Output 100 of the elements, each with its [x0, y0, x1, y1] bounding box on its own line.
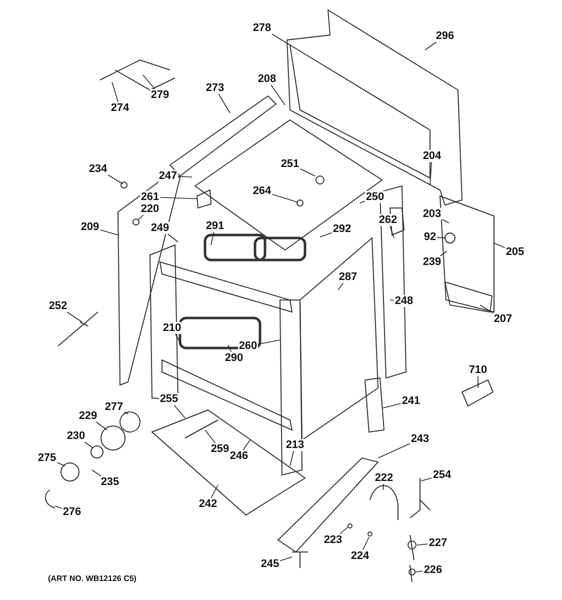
- callout-number: 279: [150, 89, 170, 101]
- leader-line: [430, 162, 432, 186]
- leader-line: [480, 304, 494, 314]
- leader-line: [280, 556, 292, 562]
- leader-line: [138, 214, 144, 220]
- callout-number: 248: [394, 295, 414, 307]
- callout-number: 92: [422, 231, 438, 243]
- leader-line: [210, 484, 218, 498]
- callout-number: 247: [158, 170, 178, 182]
- callout-number: 209: [80, 221, 100, 233]
- callout-number: 246: [228, 450, 250, 462]
- callout-number: 262: [378, 214, 398, 226]
- leader-line: [210, 232, 214, 246]
- leader-line: [242, 440, 250, 450]
- leader-line: [112, 82, 119, 102]
- bracket-part: [196, 189, 212, 209]
- callout-number: 274: [110, 102, 130, 114]
- callout-number: 226: [422, 564, 444, 576]
- leader-line: [440, 250, 448, 256]
- leader-line: [258, 340, 280, 344]
- callout-number: 213: [284, 439, 306, 451]
- callout-number: 291: [204, 220, 226, 232]
- callout-number: 275: [36, 452, 58, 464]
- callout-number: 207: [492, 313, 514, 325]
- callout-number: 264: [252, 185, 272, 197]
- callout-number: 220: [140, 203, 160, 215]
- callout-number: 222: [374, 472, 394, 484]
- callout-number: 245: [260, 558, 280, 570]
- callout-number: 255: [158, 393, 180, 405]
- leader-line: [92, 470, 102, 476]
- leader-line: [420, 478, 432, 482]
- callout-number: 242: [198, 498, 218, 510]
- leader-line: [56, 462, 66, 466]
- callout-number: 243: [410, 433, 430, 445]
- leader-line: [272, 194, 298, 202]
- leader-line: [424, 42, 437, 50]
- callout-number: 234: [88, 163, 108, 175]
- leader-line: [167, 234, 178, 242]
- callout-number: 290: [224, 352, 244, 364]
- leader-line: [340, 526, 348, 534]
- callout-number: 252: [48, 300, 68, 312]
- callout-number: 235: [100, 476, 120, 488]
- leader-line: [436, 237, 446, 238]
- leader-line: [96, 422, 108, 430]
- leader-line: [142, 74, 156, 90]
- leader-line: [174, 404, 186, 418]
- callout-number: 292: [332, 223, 352, 235]
- callout-number: 210: [162, 322, 182, 334]
- leader-line: [204, 430, 216, 444]
- callout-number: 230: [66, 430, 86, 442]
- callout-number: 224: [350, 550, 370, 562]
- callout-number: 227: [428, 537, 448, 549]
- callout-number: 259: [210, 443, 230, 455]
- callout-number: 273: [204, 82, 226, 94]
- callout-number: 261: [140, 191, 160, 203]
- leader-line: [494, 242, 506, 248]
- leader-line: [338, 282, 344, 290]
- callout-number: 204: [422, 150, 442, 162]
- leader-line: [54, 506, 62, 509]
- leader-line: [442, 218, 450, 224]
- callout-number: 223: [322, 534, 344, 546]
- leader-line: [290, 450, 294, 466]
- art-number-note: (ART NO. WB12126 C5): [48, 574, 136, 583]
- leader-line: [416, 544, 428, 546]
- leader-line: [390, 300, 394, 301]
- leader-line: [362, 536, 370, 550]
- callout-number: 241: [400, 395, 422, 407]
- leader-line: [271, 34, 290, 46]
- callout-number: 229: [78, 410, 98, 422]
- leader-line: [178, 176, 192, 178]
- leader-line: [218, 94, 230, 114]
- callout-number: 254: [432, 469, 452, 481]
- callout-number: 276: [62, 506, 82, 518]
- leader-line: [382, 484, 384, 490]
- callout-number: 208: [256, 73, 278, 85]
- callout-number: 251: [280, 158, 300, 170]
- leader-line: [84, 442, 94, 448]
- leader-line: [160, 196, 198, 200]
- callout-number: 203: [422, 208, 442, 220]
- leader-line: [100, 230, 118, 236]
- leader-line: [175, 334, 180, 342]
- leader-line: [300, 168, 316, 176]
- callout-number: 278: [252, 22, 272, 34]
- callout-number: 205: [504, 246, 526, 258]
- callout-number: 250: [364, 191, 386, 203]
- leader-line: [66, 312, 82, 322]
- leader-line: [390, 226, 394, 238]
- leader-line: [270, 84, 286, 106]
- callout-number: 287: [338, 271, 358, 283]
- callout-number: 249: [150, 222, 170, 234]
- leader-line: [320, 232, 332, 238]
- callout-number: 277: [104, 401, 124, 413]
- callout-number: 260: [238, 340, 258, 352]
- callout-number: 710: [468, 364, 488, 376]
- callout-number: 239: [422, 256, 442, 268]
- leader-line: [414, 570, 424, 572]
- leader-line: [108, 174, 124, 184]
- leader-line: [124, 412, 128, 414]
- leader-line: [228, 344, 232, 352]
- leader-line: [382, 403, 402, 408]
